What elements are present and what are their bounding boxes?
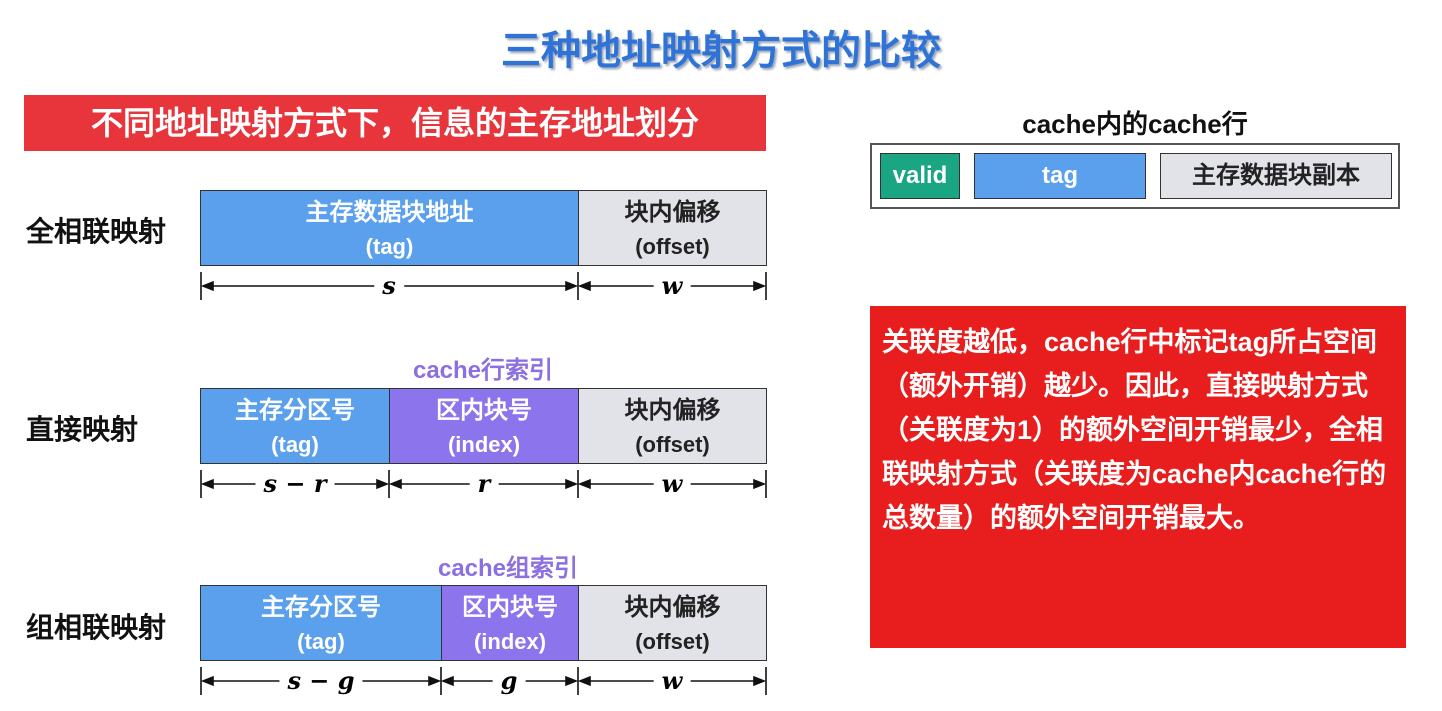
direct-tag-title: 主存分区号 [235, 397, 355, 424]
set-index-title: 区内块号 [462, 594, 558, 621]
row-label-set-associative: 组相联映射 [26, 612, 167, 643]
set-offset-field: 块内偏移 (offset) [578, 585, 767, 661]
direct-index-title: 区内块号 [436, 397, 532, 424]
direct-offset-field: 块内偏移 (offset) [578, 388, 767, 464]
full-tag-field: 主存数据块地址 (tag) [200, 190, 579, 266]
direct-index-sub: (index) [447, 432, 521, 457]
full-offset-title: 块内偏移 [624, 199, 721, 226]
cache-line-frame: valid tag 主存数据块副本 [870, 143, 1400, 209]
full-measure-offset: w [653, 272, 691, 300]
row-label-fully-associative: 全相联映射 [26, 216, 167, 247]
row-label-direct-mapped: 直接映射 [26, 414, 139, 445]
set-tag-title: 主存分区号 [261, 594, 381, 621]
page-title: 三种地址映射方式的比较 [501, 29, 941, 73]
associativity-note: 关联度越低，cache行中标记tag所占空间（额外开销）越少。因此，直接映射方式… [870, 306, 1406, 648]
set-tag-field: 主存分区号 (tag) [200, 585, 442, 661]
full-offset-sub: (offset) [635, 234, 710, 259]
cache-line-tag: tag [974, 153, 1146, 199]
full-tag-sub: (tag) [365, 234, 414, 259]
full-offset-field: 块内偏移 (offset) [578, 190, 767, 266]
set-measure-index: g [492, 667, 526, 695]
set-measure-tag: s − g [279, 667, 363, 695]
cache-line-valid: valid [880, 153, 960, 199]
direct-offset-title: 块内偏移 [624, 397, 721, 424]
set-offset-sub: (offset) [635, 629, 710, 654]
set-measure-offset: w [653, 667, 691, 695]
direct-measure: s − r r w [200, 468, 767, 504]
direct-index-caption: cache行索引 [412, 357, 554, 384]
full-measure: s w [200, 270, 767, 306]
section-banner: 不同地址映射方式下，信息的主存地址划分 [24, 95, 766, 151]
set-index-caption: cache组索引 [437, 555, 579, 582]
direct-measure-index: r [469, 470, 499, 498]
set-tag-sub: (tag) [297, 629, 345, 654]
full-measure-tag: s [374, 272, 404, 300]
direct-measure-tag: s − r [255, 470, 335, 498]
set-index-sub: (index) [473, 629, 547, 654]
set-measure: s − g g w [200, 665, 767, 701]
direct-index-field: 区内块号 (index) [389, 388, 579, 464]
set-index-field: 区内块号 (index) [441, 585, 579, 661]
set-offset-title: 块内偏移 [624, 594, 721, 621]
direct-measure-offset: w [653, 470, 691, 498]
cache-line-data-copy: 主存数据块副本 [1160, 153, 1392, 199]
cache-line-title: cache内的cache行 [1022, 109, 1248, 139]
direct-offset-sub: (offset) [635, 432, 710, 457]
direct-tag-sub: (tag) [271, 432, 319, 457]
full-tag-title: 主存数据块地址 [305, 199, 474, 226]
direct-tag-field: 主存分区号 (tag) [200, 388, 390, 464]
